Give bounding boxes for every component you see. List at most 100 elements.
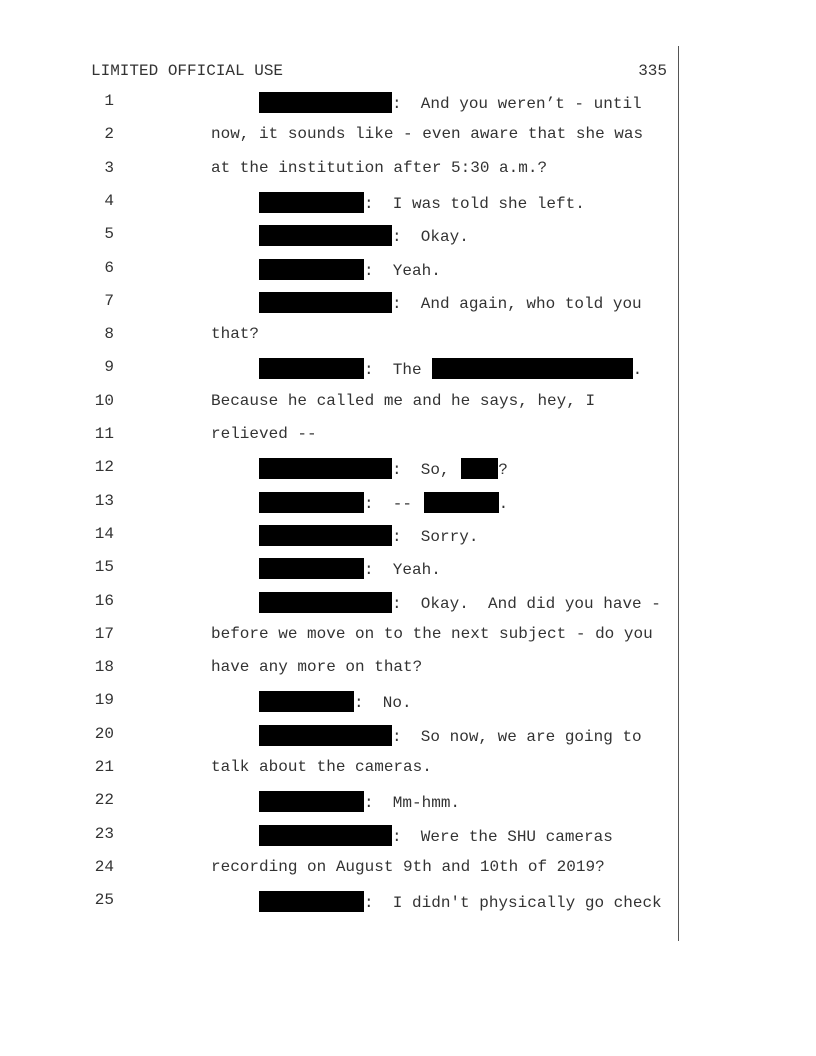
speaker-turn: : And again, who told you	[259, 291, 642, 313]
redaction-box	[259, 891, 364, 913]
line-number: 13	[94, 491, 114, 510]
line-text: : Yeah.	[364, 261, 441, 280]
continuation-text: now, it sounds like - even aware that sh…	[211, 125, 643, 143]
line-text: : Okay. And did you have -	[392, 594, 661, 613]
redaction-box	[259, 558, 364, 580]
transcript-line: 23 : Were the SHU cameras	[0, 824, 680, 846]
redaction-box	[259, 491, 364, 513]
line-text: recording on August 9th and 10th of 2019…	[211, 857, 605, 876]
transcript-line: 7: And again, who told you	[0, 291, 680, 313]
continuation-text: relieved --	[211, 425, 317, 443]
redaction-box	[461, 458, 499, 480]
line-number: 14	[94, 524, 114, 543]
line-number: 20	[94, 724, 114, 743]
line-text: : I didn't physically go check	[364, 894, 662, 913]
line-number: 8	[104, 325, 114, 344]
transcript-line: 10 Because he called me and he says, hey,…	[0, 392, 680, 412]
redaction-box	[259, 524, 392, 546]
speaker-turn: : I was told she left.	[259, 191, 585, 213]
line-text: : Sorry.	[392, 527, 479, 546]
speaker-turn: : Mm-hmm.	[259, 791, 461, 813]
line-number: 16	[94, 591, 114, 610]
line-number: 4	[104, 191, 114, 210]
line-text: : Mm-hmm.	[364, 794, 461, 813]
transcript-line: 14 : Sorry.	[0, 524, 680, 546]
margin-rule	[678, 46, 679, 941]
transcript-line: 19: No.	[0, 691, 680, 713]
transcript-line: 8 that?	[0, 325, 680, 345]
speaker-turn: : I didn't physically go check	[259, 891, 662, 913]
speaker-turn: : Were the SHU cameras	[259, 824, 613, 846]
line-number: 10	[94, 391, 114, 410]
line-number: 1	[104, 92, 114, 110]
continuation-text: at the institution after 5:30 a.m.?	[211, 159, 547, 177]
line-text: : --	[364, 494, 422, 513]
redaction-box	[259, 591, 392, 613]
line-text: talk about the cameras.	[211, 758, 432, 776]
transcript-line: 17 before we move on to the next subject …	[0, 625, 680, 645]
redaction-box	[259, 791, 364, 813]
line-number: 24	[94, 857, 114, 876]
speaker-turn: : Yeah.	[259, 558, 441, 580]
line-text: : Okay.	[392, 228, 469, 247]
speaker-turn: : No.	[259, 691, 412, 713]
redaction-box	[259, 291, 392, 313]
redaction-box	[259, 258, 364, 280]
line-text: : So,	[392, 461, 460, 480]
line-text: : Were the SHU cameras	[392, 827, 613, 846]
line-text: Because he called me and he says, hey, I	[211, 391, 596, 410]
line-number: 17	[94, 624, 114, 643]
line-text: : The	[364, 361, 422, 380]
redaction-box	[259, 225, 392, 247]
redaction-box	[259, 92, 392, 113]
transcript-line: 11 relieved --	[0, 425, 680, 445]
transcript-line: 2 now, it sounds like - even aware that s…	[0, 125, 680, 145]
continuation-text: talk about the cameras.	[211, 758, 432, 776]
line-number: 9	[104, 358, 114, 377]
speaker-turn: : Yeah.	[259, 258, 441, 280]
redaction-box	[259, 724, 392, 746]
redaction-box	[423, 491, 499, 513]
line-number: 15	[94, 558, 114, 577]
speaker-turn: : The.	[259, 358, 642, 380]
line-text: have any more on that?	[211, 658, 423, 677]
transcript-line: 12 : So, ?	[0, 458, 680, 480]
transcript-line: 9 : The.	[0, 358, 680, 380]
speaker-turn: : -- .	[259, 491, 509, 513]
continuation-text: before we move on to the next subject - …	[211, 625, 653, 643]
redaction-box	[259, 358, 364, 380]
line-number: 3	[104, 158, 114, 177]
transcript-line: 4 : I was told she left.	[0, 191, 680, 213]
speaker-turn: : So now, we are going to	[259, 724, 642, 746]
redaction-box	[259, 191, 364, 213]
continuation-text: Because he called me and he says, hey, I	[211, 392, 595, 410]
line-text: : So now, we are going to	[392, 727, 642, 746]
line-text: now, it sounds like - even aware that sh…	[211, 125, 644, 144]
line-text: that?	[211, 325, 260, 344]
line-number: 25	[94, 891, 114, 910]
transcript-line: 3 at the institution after 5:30 a.m.?	[0, 159, 680, 179]
line-text: ?	[498, 461, 508, 480]
redaction-box	[259, 458, 392, 480]
redaction-box	[431, 358, 633, 380]
line-text: .	[498, 494, 509, 513]
transcript-line: 21 talk about the cameras.	[0, 758, 680, 778]
transcript-line: 25 : I didn't physically go check	[0, 891, 680, 913]
line-text: at the institution after 5:30 a.m.?	[211, 158, 548, 177]
continuation-text: recording on August 9th and 10th of 2019…	[211, 858, 605, 876]
line-text: : I was told she left.	[364, 194, 585, 213]
line-number: 12	[94, 458, 114, 477]
line-number: 2	[104, 125, 114, 144]
speaker-turn: : Okay.	[259, 225, 469, 247]
continuation-text: have any more on that?	[211, 658, 422, 676]
transcript-line: 15 : Yeah.	[0, 558, 680, 580]
redaction-box	[259, 824, 392, 846]
line-text: : And again, who told you	[392, 294, 642, 313]
line-number: 11	[94, 425, 114, 443]
line-text: before we move on to the next subject - …	[211, 624, 653, 643]
line-number: 23	[94, 824, 114, 843]
classification-label: LIMITED OFFICIAL USE	[91, 62, 284, 80]
line-number: 21	[94, 758, 114, 776]
speaker-turn: : Sorry.	[259, 524, 479, 546]
